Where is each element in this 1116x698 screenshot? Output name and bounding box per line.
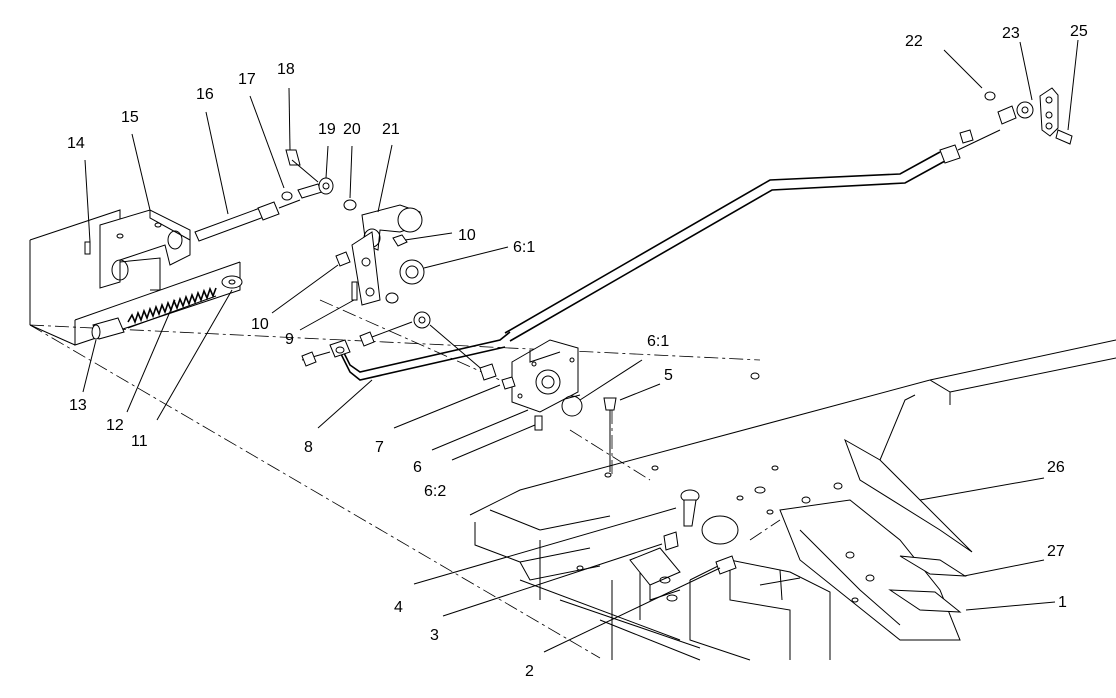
callout-25: 25	[1070, 23, 1088, 40]
pedal-assembly	[779, 394, 973, 641]
callout-6-1-upper: 6:1	[513, 239, 535, 256]
callout-15: 15	[121, 109, 139, 126]
callout-26: 26	[1047, 459, 1065, 476]
callout-21: 21	[382, 121, 400, 138]
callout-5: 5	[664, 367, 673, 384]
callout-10-lower: 10	[251, 316, 269, 333]
callout-6-1-lower: 6:1	[647, 333, 669, 350]
callout-8: 8	[304, 439, 313, 456]
callout-7: 7	[375, 439, 384, 456]
callout-11: 11	[131, 433, 148, 450]
bottom-fasteners	[663, 489, 737, 575]
callout-12: 12	[106, 417, 124, 434]
callout-2: 2	[525, 663, 534, 680]
right-end-link	[959, 87, 1073, 145]
callout-20: 20	[343, 121, 361, 138]
callout-22: 22	[905, 33, 923, 50]
callout-1: 1	[1058, 594, 1067, 611]
callout-19: 19	[318, 121, 336, 138]
long-rod	[504, 129, 1001, 342]
left-bracket-assembly	[29, 209, 243, 346]
callout-6-2: 6:2	[424, 483, 446, 500]
callout-17: 17	[238, 71, 256, 88]
callout-6: 6	[413, 459, 422, 476]
callout-3: 3	[430, 627, 439, 644]
callout-23: 23	[1002, 25, 1020, 42]
callout-labels: 14 15 16 17 18 19 20 21 10 6:1 10 9 13 1…	[67, 23, 1088, 680]
callout-18: 18	[277, 61, 295, 78]
frame-chassis	[469, 339, 1116, 661]
pivot-bracket	[335, 204, 425, 306]
callout-13: 13	[69, 397, 87, 414]
leader-lines	[82, 39, 1079, 653]
mounting-plate	[501, 339, 617, 472]
alignment-lines	[29, 299, 781, 659]
callout-4: 4	[394, 599, 403, 616]
rod-assembly	[194, 149, 357, 242]
callout-14: 14	[67, 135, 85, 152]
callout-16: 16	[196, 86, 214, 103]
linkage-rod	[301, 311, 511, 381]
callout-27: 27	[1047, 543, 1065, 560]
callout-10-upper: 10	[458, 227, 476, 244]
callout-9: 9	[285, 331, 294, 348]
